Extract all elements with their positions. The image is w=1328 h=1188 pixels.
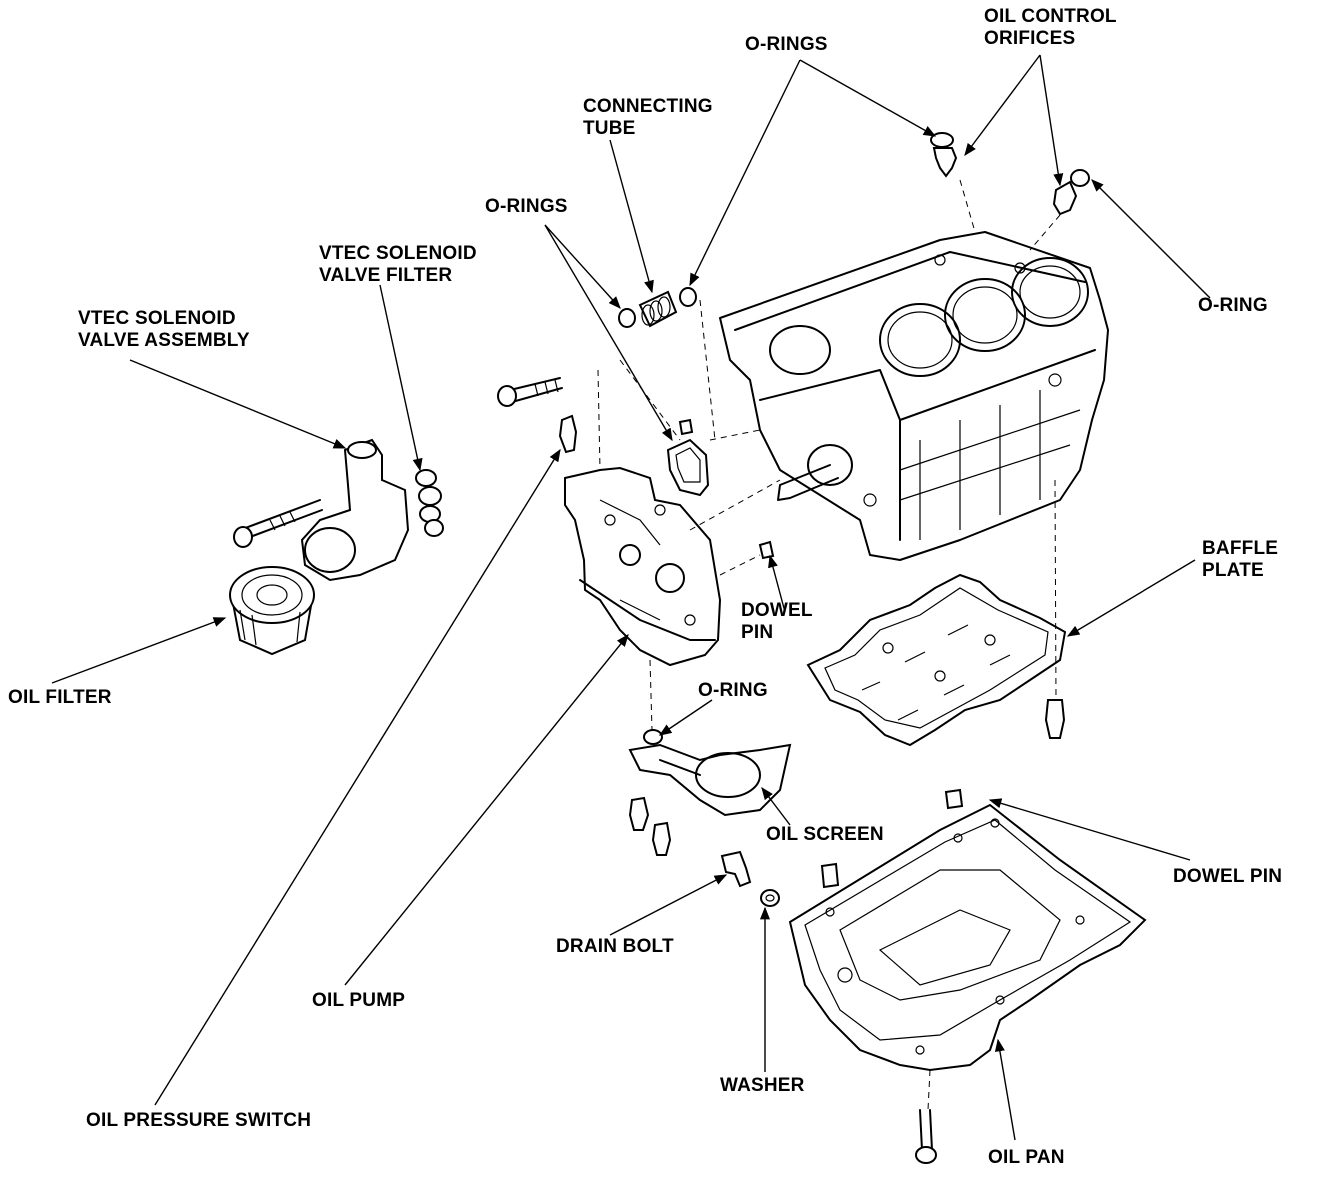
connecting-tube — [618, 287, 697, 328]
vtec-solenoid-valve-filter — [415, 469, 444, 537]
label-oil-filter: OIL FILTER — [8, 687, 112, 708]
baffle-plate-bolt — [1044, 699, 1066, 739]
label-o-ring-right: O-RING — [1198, 295, 1268, 316]
label-washer: WASHER — [720, 1075, 805, 1096]
alignment-lines — [597, 179, 1061, 1111]
oil-filter — [229, 566, 315, 656]
label-oil-control-orifices: OIL CONTROL ORIFICES — [984, 6, 1117, 49]
label-dowel-pin-mid: DOWEL PIN — [741, 600, 813, 643]
oil-control-orifice-right — [1052, 169, 1090, 216]
label-oil-pump: OIL PUMP — [312, 990, 406, 1011]
label-vtec-solenoid-valve-filter: VTEC SOLENOID VALVE FILTER — [319, 243, 477, 286]
label-o-rings-mid: O-RINGS — [485, 196, 568, 217]
oil-pan-bolt — [915, 1109, 937, 1164]
oil-screen-bolts — [628, 796, 672, 856]
baffle-plate — [806, 573, 1067, 747]
oil-screen — [628, 729, 792, 817]
oil-pan — [788, 803, 1147, 1072]
oil-pump-gasket — [666, 438, 710, 497]
leader-lines — [51, 54, 1211, 1141]
label-dowel-pin-right: DOWEL PIN — [1173, 866, 1283, 887]
oil-pan-dowel-pins — [820, 788, 964, 889]
oil-pressure-switch — [558, 414, 578, 454]
oil-pump — [564, 466, 722, 667]
washer — [760, 889, 780, 907]
drain-bolt — [720, 850, 752, 888]
label-o-ring-lower: O-RING — [698, 680, 768, 701]
engine-block — [719, 231, 1109, 561]
oil-control-orifice-left — [930, 132, 958, 178]
label-oil-pan: OIL PAN — [988, 1147, 1065, 1168]
vtec-solenoid-valve-assembly — [233, 438, 410, 582]
label-vtec-solenoid-valve-assembly: VTEC SOLENOID VALVE ASSEMBLY — [78, 308, 250, 351]
oil-pump-bolt — [497, 377, 563, 407]
label-o-rings-top: O-RINGS — [745, 34, 828, 55]
label-oil-pressure-switch: OIL PRESSURE SWITCH — [86, 1110, 312, 1131]
label-oil-screen: OIL SCREEN — [766, 824, 884, 845]
label-baffle-plate: BAFFLE PLATE — [1202, 538, 1279, 581]
label-connecting-tube: CONNECTING TUBE — [583, 96, 713, 139]
label-drain-bolt: DRAIN BOLT — [556, 936, 674, 957]
